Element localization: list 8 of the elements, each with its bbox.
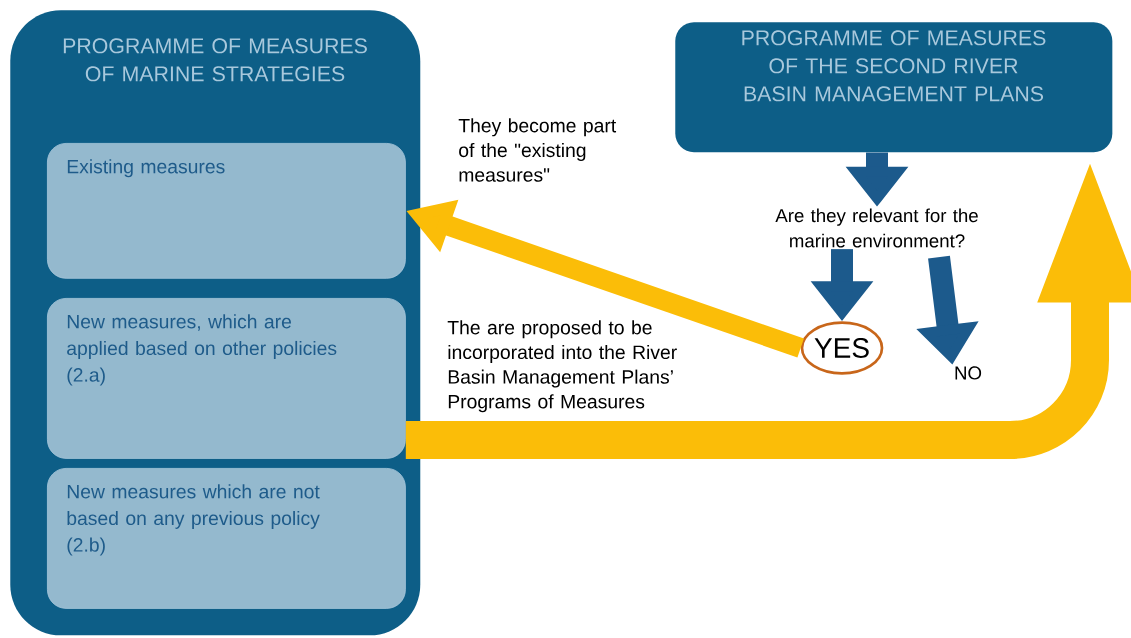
measure-box: New measures which are not based on any previous policy (2.b) [47, 468, 406, 609]
edge-label: The are proposed to be incorporated into the River Basin Management Plans’ Programs of Measures [447, 320, 677, 413]
measure-box: Existing measures [47, 143, 406, 279]
measure-box: New measures, which are applied based on other policies (2.a) [47, 298, 406, 459]
answer-text: NO [955, 366, 982, 380]
question-text: Are they relevant for the marine environment? [775, 208, 978, 248]
panel: PROGRAMME OF MEASURES OF THE SECOND RIVER BASIN MANAGEMENT PLANS [675, 22, 1113, 153]
edge-label: They become part of the "existing measures" [458, 118, 617, 182]
